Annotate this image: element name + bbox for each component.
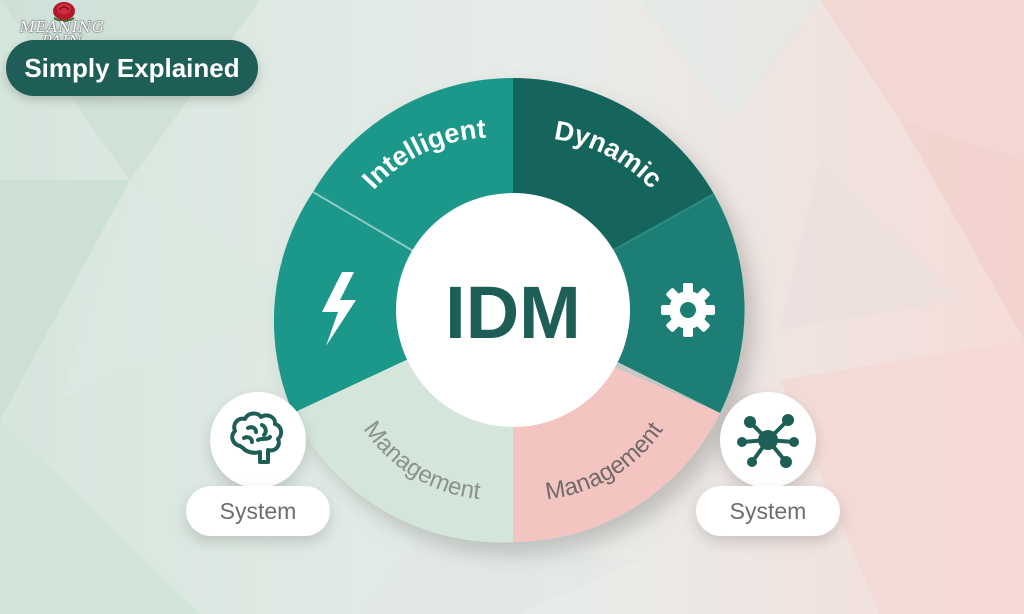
brain-icon (230, 411, 284, 464)
segment-divider (609, 193, 715, 253)
side-item-left-circle (210, 392, 306, 488)
segment-lightning (273, 192, 513, 413)
side-item-right-label: System (696, 486, 840, 536)
rose-icon (53, 2, 75, 22)
simply-explained-badge: Simply Explained (6, 40, 258, 96)
gear-icon (661, 283, 715, 337)
side-item-left-label: System (186, 486, 330, 536)
lightning-icon (322, 272, 356, 346)
logo-text-line1: MEANING (19, 18, 105, 36)
network-icon (737, 414, 799, 468)
center-label: IDM (445, 271, 581, 354)
segment-divider (312, 191, 421, 256)
center-circle (396, 193, 630, 427)
side-item-right-circle (720, 392, 816, 488)
